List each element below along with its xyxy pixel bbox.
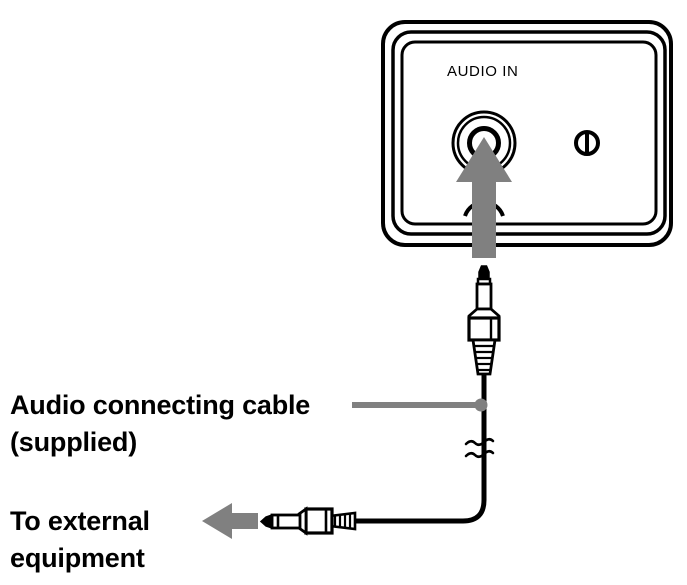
plug-strain-relief-lower [328, 511, 357, 531]
callout-external-equipment: To external equipment [10, 506, 150, 573]
device-panel: AUDIO IN [381, 20, 673, 247]
plug-barrel-lower [304, 507, 334, 535]
power-indicator [574, 130, 600, 156]
panel-inner-face [400, 40, 658, 226]
break-tilde-upper [464, 437, 495, 447]
cable-plug-lower [259, 506, 357, 536]
callout-audio-cable: Audio connecting cable (supplied) [10, 390, 311, 457]
callout-audio-cable-line1: Audio connecting cable [10, 390, 310, 420]
external-arrow-shape [202, 503, 258, 539]
break-tilde-lower [464, 449, 495, 459]
callout-external-equipment-line1: To external [10, 506, 150, 536]
callout-audio-cable-line2: (supplied) [10, 427, 137, 457]
plug-shaft-upper [475, 282, 493, 311]
callout-leader-audio-cable [352, 398, 488, 412]
plug-tip-upper [478, 265, 490, 280]
cable-path [355, 374, 495, 524]
insertion-arrow [456, 137, 512, 258]
callout-external-equipment-line2: equipment [10, 543, 145, 573]
insertion-arrow-shape [456, 137, 512, 258]
cable-line [355, 374, 487, 524]
cable-break-symbol [464, 437, 495, 459]
audio-in-port-label: AUDIO IN [447, 63, 518, 80]
plug-shaft-lower [270, 513, 302, 530]
external-equipment-arrow [202, 503, 258, 539]
leader-endpoint-dot [474, 398, 488, 412]
plug-tip-lower [259, 513, 273, 530]
plug-barrel-upper [467, 316, 501, 342]
